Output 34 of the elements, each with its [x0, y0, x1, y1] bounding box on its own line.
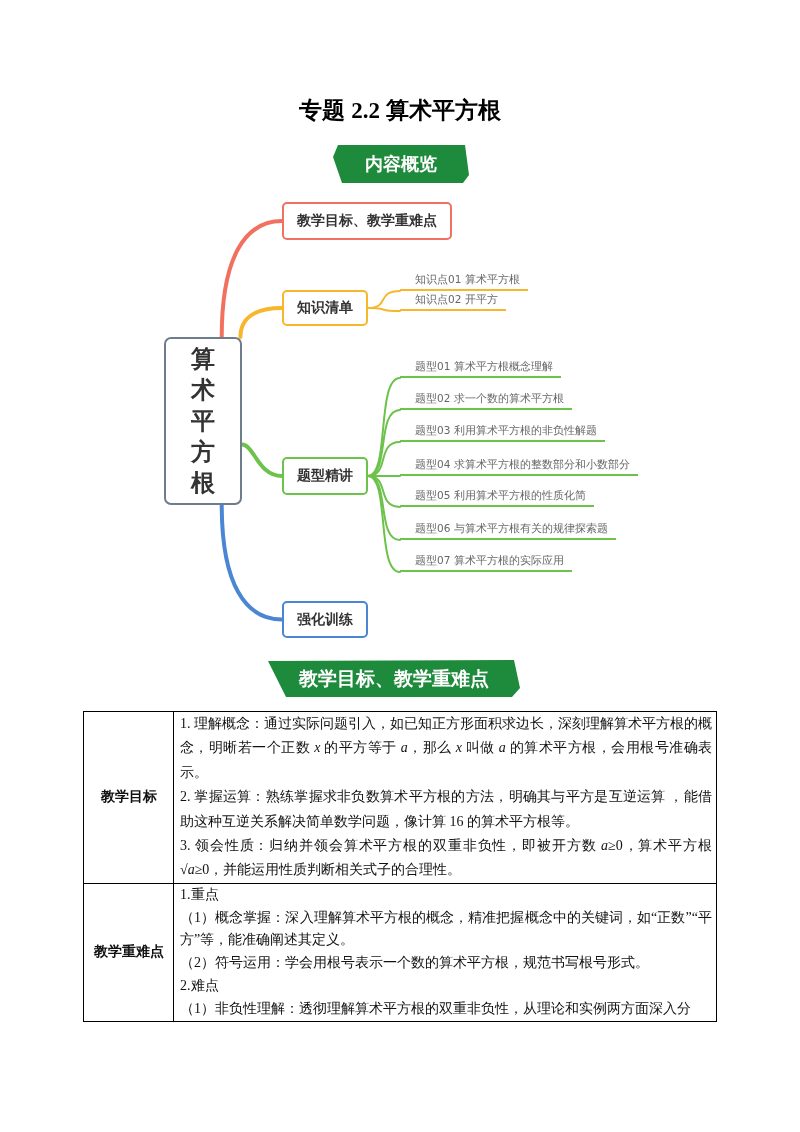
branch-topic-box: 教学目标、教学重难点	[282, 202, 452, 240]
section-banner: 内容概览	[333, 145, 469, 183]
cell-text: 1. 理解概念：通过实际问题引入，如已知正方形面积求边长，深刻理解算术平方根的概念，明晰若一个正数 x 的平方等于 a，那么 x 叫做 a 的算术平方根，会用根号准确表示。	[180, 715, 712, 782]
branch-line	[219, 219, 284, 339]
subtopic-item: 知识点02 开平方	[400, 289, 506, 311]
branch-line	[219, 503, 284, 622]
row-header: 教学目标	[100, 788, 157, 807]
branch-line	[238, 306, 284, 339]
cell-text: 2.难点	[180, 977, 220, 996]
cell-text: 3. 领会性质：归纳并领会算术平方根的双重非负性，即被开方数 a≥0，算术平方根 √a≥0，并能运用性质判断相关式子的合理性。	[180, 837, 712, 880]
subtopic-item: 题型03 利用算术平方根的非负性解题	[400, 420, 605, 442]
branch-line	[367, 307, 401, 312]
subtopic-item: 题型06 与算术平方根有关的规律探索题	[400, 518, 616, 540]
cell-text: （1）非负性理解：透彻理解算术平方根的双重非负性，从理论和实例两方面深入分	[180, 999, 692, 1018]
subtopic-item: 题型02 求一个数的算术平方根	[400, 388, 572, 410]
branch-line	[367, 475, 401, 573]
central-topic-box: 算术平方根	[164, 337, 242, 505]
branch-line	[240, 442, 284, 478]
subtopic-item: 题型04 求算术平方根的整数部分和小数部分	[400, 454, 638, 476]
subtopic-item: 题型01 算术平方根概念理解	[400, 356, 561, 378]
cell-text: 1.重点	[180, 885, 220, 904]
cell-text: 2. 掌握运算：熟练掌握求非负数算术平方根的方法，明确其与平方是互逆运算 ，能借助这种互逆关系解决简单数学问题，像计算 16 的算术平方根等。	[180, 788, 712, 831]
branch-line	[367, 377, 401, 477]
page-title: 专题 2.2 算术平方根	[299, 97, 501, 125]
cell-text: （2）符号运用：学会用根号表示一个数的算术平方根，规范书写根号形式。	[180, 954, 650, 973]
subtopic-item: 题型07 算术平方根的实际应用	[400, 550, 572, 572]
subtopic-item: 题型05 利用算术平方根的性质化简	[400, 485, 594, 507]
cell-text: （1）概念掌握：深入理解算术平方根的概念，精准把握概念中的关键词，如“正数”“平方”等，能准确阐述其定义。	[180, 908, 712, 950]
row-header: 教学重难点	[93, 943, 164, 962]
branch-topic-box: 题型精讲	[282, 457, 368, 495]
branch-topic-box: 知识清单	[282, 290, 368, 326]
subtopic-item: 知识点01 算术平方根	[400, 269, 528, 291]
branch-topic-box: 强化训练	[282, 601, 368, 638]
section-banner: 教学目标、教学重难点	[268, 660, 520, 697]
